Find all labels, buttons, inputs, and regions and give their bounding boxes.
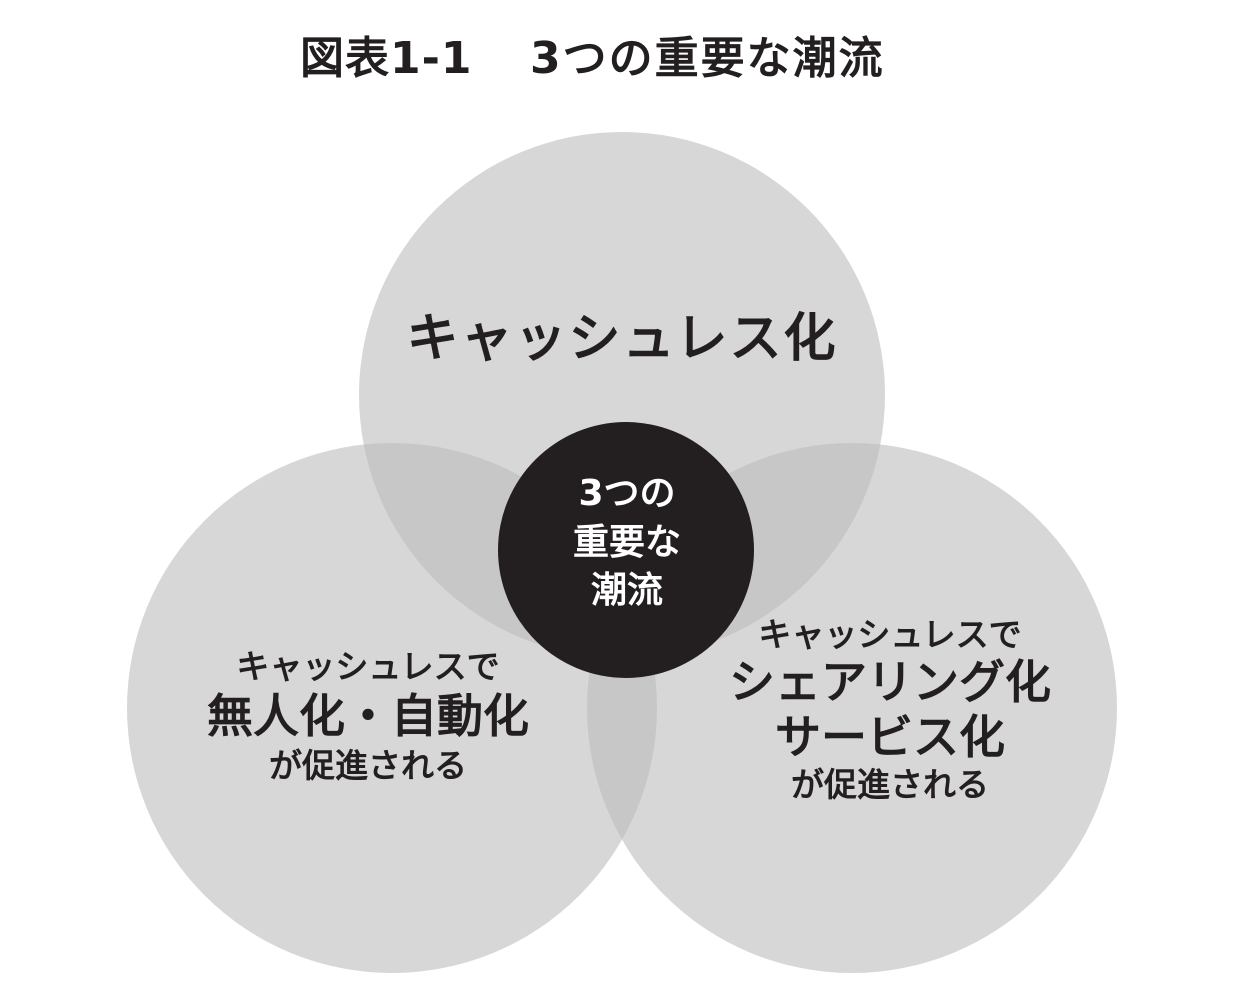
right-circle-line4: が促進される bbox=[791, 764, 989, 804]
center-line1: 3つの bbox=[578, 473, 676, 514]
left-circle-line2: 無人化・自動化 bbox=[207, 688, 529, 743]
center-line2: 重要な bbox=[572, 521, 681, 563]
center-line3: 潮流 bbox=[590, 570, 663, 612]
right-circle-line3: サービス化 bbox=[775, 709, 1005, 764]
left-circle-line1: キャッシュレスで bbox=[236, 647, 500, 686]
figure-title: 図表1-1 3つの重要な潮流 bbox=[0, 14, 1242, 84]
left-circle-label: キャッシュレスで 無人化・自動化 が促進される bbox=[128, 648, 608, 785]
left-circle-line3: が促進される bbox=[269, 745, 467, 785]
top-circle-label: キャッシュレス化 bbox=[406, 309, 838, 369]
figure-number: 図表1-1 bbox=[300, 33, 473, 84]
right-circle-label: キャッシュレスで シェアリング化 サービス化 が促進される bbox=[640, 616, 1140, 804]
circle-center bbox=[498, 422, 754, 678]
right-circle-line1: キャッシュレスで bbox=[758, 615, 1022, 654]
figure-title-text: 3つの重要な潮流 bbox=[530, 33, 885, 84]
right-circle-line2: シェアリング化 bbox=[729, 654, 1051, 709]
center-circle-label: 3つの 重要な 潮流 bbox=[500, 470, 754, 616]
